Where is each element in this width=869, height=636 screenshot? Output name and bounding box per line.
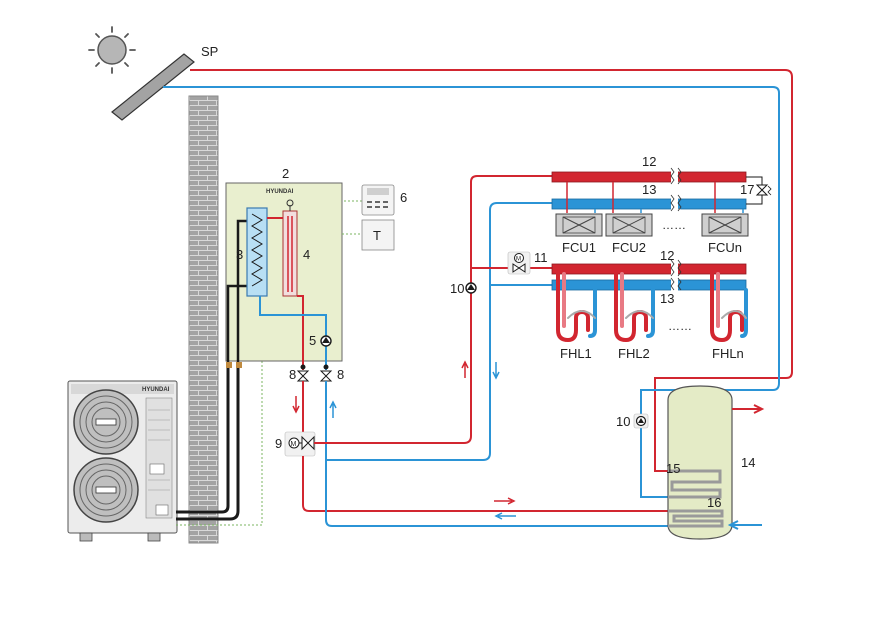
- pump-icon: [465, 282, 477, 294]
- solar-cold-pipe: [163, 86, 780, 498]
- label-16: 16: [707, 495, 721, 510]
- label-6: 6: [400, 190, 407, 205]
- fan-icon: [73, 457, 139, 523]
- floor-heating-loop: [614, 272, 655, 343]
- label-t: T: [373, 228, 381, 243]
- label-12-top: 12: [642, 154, 656, 169]
- label-13-top: 13: [642, 182, 656, 197]
- label-10-circuit: 10: [450, 281, 464, 296]
- flow-arrow-down: [492, 362, 500, 380]
- fcu-label: FCU2: [612, 240, 646, 255]
- tank-coil: [668, 509, 724, 528]
- svg-text:M: M: [291, 441, 297, 448]
- internal-refrigerant-pipe: [236, 219, 247, 365]
- flow-arrow-left: [494, 512, 516, 520]
- flow-arrow-right: [494, 497, 516, 505]
- solar-panel: [111, 53, 195, 121]
- fcu-ellipsis: ……: [662, 218, 686, 232]
- floor-heating-loop: [710, 272, 748, 343]
- tank-return-pipe: [325, 460, 668, 527]
- tank-supply-pipe: [302, 456, 668, 512]
- fan-coil-unit: [555, 213, 603, 237]
- fhl-label: FHL1: [560, 346, 592, 361]
- fhl-label: FHLn: [712, 346, 744, 361]
- label-14: 14: [741, 455, 755, 470]
- bypass-valve-icon: [755, 184, 772, 196]
- label-5: 5: [309, 333, 316, 348]
- pump-icon: [633, 413, 649, 429]
- three-way-valve-icon: M: [284, 431, 316, 457]
- outdoor-unit: HYUNDAI: [67, 380, 178, 542]
- flow-arrow-down: [292, 396, 300, 414]
- label-12-mid: 12: [660, 248, 674, 263]
- internal-refrigerant-pipe: [226, 284, 247, 365]
- svg-text:M: M: [516, 257, 521, 263]
- label-2: 2: [282, 166, 289, 181]
- flow-arrow-up: [461, 360, 469, 378]
- refrigerant-pipe-outer: [176, 365, 230, 514]
- label-sp: SP: [201, 44, 218, 59]
- fan-coil-unit: [605, 213, 653, 237]
- flow-arrow-up: [329, 400, 337, 418]
- fan-icon: [73, 389, 139, 455]
- wired-controller: [361, 184, 395, 216]
- sun-icon: [88, 26, 136, 74]
- return-header-mid: [551, 279, 747, 291]
- backup-heater: [282, 199, 298, 297]
- floor-heating-loop: [556, 272, 597, 343]
- valve-icon: [296, 364, 310, 382]
- fhl-label: FHL2: [618, 346, 650, 361]
- fcu-label: FCUn: [708, 240, 742, 255]
- label-3: 3: [236, 247, 243, 262]
- heating-return-pipe: [326, 202, 552, 461]
- label-4: 4: [303, 247, 310, 262]
- label-9: 9: [275, 436, 282, 451]
- room-thermostat: [361, 219, 395, 251]
- return-header-top: [551, 198, 747, 210]
- refrigerant-pipe-inner: [176, 365, 240, 521]
- valve-icon: [319, 364, 333, 382]
- heating-supply-pipe: [314, 175, 552, 444]
- indoor-brand: HYUNDAI: [266, 189, 294, 195]
- fan-coil-unit: [701, 213, 749, 237]
- tank-hot-outlet: [732, 404, 765, 414]
- brick-wall: [188, 95, 219, 544]
- fcu-label: FCU1: [562, 240, 596, 255]
- label-17: 17: [740, 182, 754, 197]
- tank-cold-inlet: [727, 520, 762, 530]
- plate-heat-exchanger: [246, 207, 268, 297]
- label-10-tank: 10: [616, 414, 630, 429]
- label-13-mid: 13: [660, 291, 674, 306]
- label-11: 11: [534, 250, 548, 265]
- fhl-ellipsis: ……: [668, 319, 692, 333]
- label-8-right: 8: [337, 367, 344, 382]
- label-8-left: 8: [289, 367, 296, 382]
- supply-header-mid: [551, 263, 747, 275]
- indoor-hot-water-pipe: [267, 217, 304, 370]
- solar-hot-pipe: [190, 69, 793, 472]
- tank-coil: [668, 469, 722, 499]
- two-way-valve-icon: M: [507, 251, 531, 275]
- label-15: 15: [666, 461, 680, 476]
- outdoor-brand: HYUNDAI: [142, 387, 170, 393]
- supply-header-top: [551, 171, 747, 183]
